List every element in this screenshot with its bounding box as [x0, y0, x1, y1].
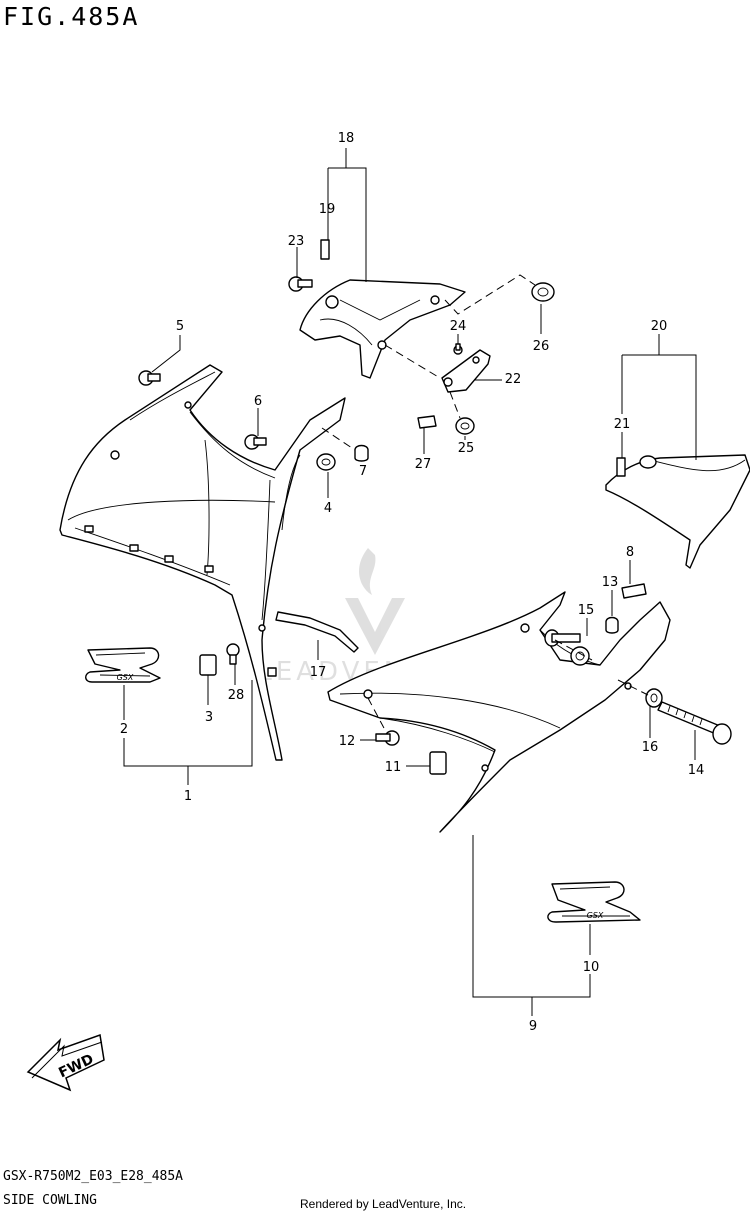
- callout-23: 23: [288, 234, 305, 249]
- upper-panel-part-20[interactable]: [605, 454, 750, 569]
- bolt-part-14[interactable]: [657, 701, 732, 745]
- nut-part-13[interactable]: [605, 616, 619, 634]
- callout-9: 9: [529, 1019, 537, 1034]
- leader-dash-26: [444, 274, 536, 315]
- diagram-code: GSX-R750M2_E03_E28_485A: [3, 1169, 184, 1184]
- callout-3: 3: [205, 710, 213, 725]
- callout-13: 13: [602, 575, 619, 590]
- callout-15: 15: [578, 603, 595, 618]
- callout-7: 7: [359, 464, 367, 479]
- bracket-part-22[interactable]: [441, 349, 491, 393]
- leader-dash-15: [554, 639, 593, 661]
- rendered-by: Rendered by LeadVenture, Inc.: [300, 1197, 467, 1211]
- callout-19: 19: [319, 202, 336, 217]
- callout-14: 14: [688, 763, 705, 778]
- callout-22: 22: [505, 372, 522, 387]
- callout-16: 16: [642, 740, 659, 755]
- callout-11: 11: [385, 760, 402, 775]
- callout-24: 24: [450, 319, 467, 334]
- callout-28: 28: [228, 688, 245, 703]
- screw-part-6[interactable]: [244, 434, 267, 450]
- leader-dash-7: [321, 427, 356, 451]
- washer-part-16[interactable]: [645, 688, 663, 708]
- label-part-21[interactable]: [616, 457, 626, 477]
- callout-12: 12: [339, 734, 356, 749]
- callout-labels: 18 19 23 5 6 7 4 26 24 22 27 25 20 21 8 …: [120, 131, 704, 1034]
- callout-18: 18: [338, 131, 355, 146]
- callout-leaders: [123, 148, 697, 1016]
- screw-part-24[interactable]: [453, 343, 463, 355]
- screw-part-12[interactable]: [375, 730, 400, 746]
- pad-part-27[interactable]: [417, 415, 437, 429]
- callout-8: 8: [626, 545, 634, 560]
- callout-1: 1: [184, 789, 192, 804]
- grommet-part-4[interactable]: [316, 453, 336, 471]
- lower-cowling-part-9[interactable]: [327, 591, 671, 833]
- emblem-text-left: GSX: [117, 673, 134, 682]
- leader-dash-25: [449, 391, 461, 419]
- callout-6: 6: [254, 394, 262, 409]
- collar-part-15[interactable]: [544, 629, 590, 666]
- screw-part-23[interactable]: [288, 276, 313, 292]
- label-part-19[interactable]: [320, 239, 330, 260]
- gsx-r-emblem-part-2[interactable]: GSX: [85, 647, 161, 683]
- screw-part-28[interactable]: [226, 643, 240, 665]
- leader-dash-16: [617, 679, 649, 696]
- side-cowling-part-1[interactable]: [59, 364, 346, 761]
- callout-2: 2: [120, 722, 128, 737]
- grommet-part-26[interactable]: [531, 282, 555, 302]
- fwd-arrow-icon: FWD: [26, 1033, 105, 1092]
- callout-26: 26: [533, 339, 550, 354]
- leader-dash-12: [367, 697, 386, 731]
- callout-5: 5: [176, 319, 184, 334]
- strip-part-17[interactable]: [275, 611, 359, 653]
- figure-title: FIG.485A: [3, 2, 140, 31]
- emblem-text-right: GSX: [587, 911, 604, 920]
- nut-part-7[interactable]: [354, 444, 369, 462]
- callout-17: 17: [310, 665, 327, 680]
- diagram-name: SIDE COWLING: [3, 1193, 97, 1208]
- callout-25: 25: [458, 441, 475, 456]
- grommet-part-25[interactable]: [455, 417, 475, 435]
- clip-part-11[interactable]: [429, 751, 447, 775]
- callout-27: 27: [415, 457, 432, 472]
- clip-part-3[interactable]: [199, 654, 217, 676]
- callout-20: 20: [651, 319, 668, 334]
- leader-dash-22: [384, 344, 441, 379]
- callout-21: 21: [614, 417, 631, 432]
- callout-4: 4: [324, 501, 332, 516]
- callout-10: 10: [583, 960, 600, 975]
- pad-part-8[interactable]: [621, 583, 647, 599]
- screw-part-5[interactable]: [138, 370, 161, 386]
- inner-panel-part-18[interactable]: [299, 279, 466, 379]
- gsx-r-emblem-part-10[interactable]: GSX: [547, 881, 641, 923]
